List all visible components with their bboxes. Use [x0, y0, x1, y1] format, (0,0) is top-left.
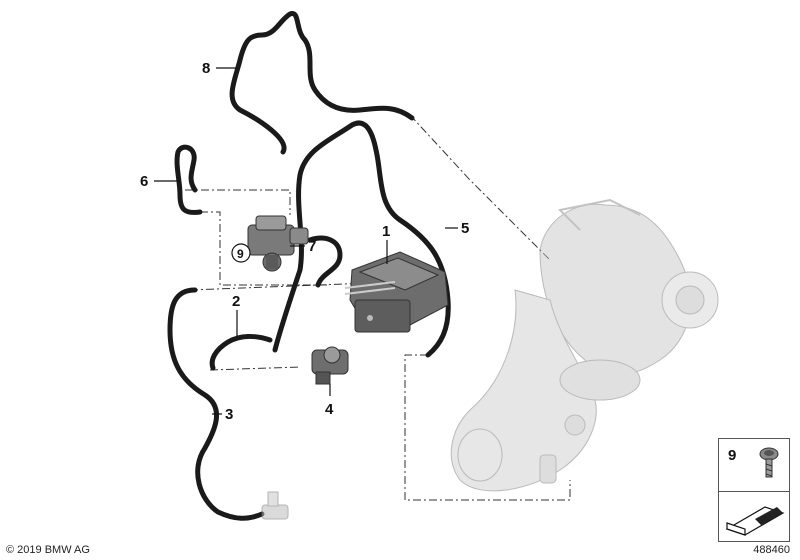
hose-3 [167, 287, 265, 521]
callout-9: 9 [237, 247, 244, 261]
legend-item-number: 9 [728, 447, 737, 464]
legend-divider [719, 491, 789, 492]
callout-8: 8 [202, 60, 210, 77]
sealing-strip-icon [725, 506, 785, 536]
hose-6 [174, 144, 203, 215]
hose-8 [229, 11, 415, 155]
hose-link [307, 235, 343, 288]
callout-6: 6 [140, 173, 148, 190]
parts-legend: 9 [718, 438, 790, 542]
hose-2 [209, 334, 273, 371]
callout-5: 5 [461, 220, 469, 237]
callout-7: 7 [308, 238, 316, 255]
callout-2: 2 [232, 293, 240, 310]
copyright-text: © 2019 BMW AG [6, 544, 90, 556]
callout-4: 4 [325, 401, 334, 418]
connector-3-end [261, 491, 289, 520]
turbocharger-assembly [450, 198, 719, 492]
diagram-id: 488460 [753, 544, 790, 556]
pressure-converter-7 [247, 215, 309, 272]
screw-icon [759, 447, 779, 478]
solenoid-valve-4 [311, 346, 349, 385]
vacuum-unit-1 [344, 251, 449, 333]
callout-9-circle [231, 243, 251, 263]
leader-lines [154, 67, 458, 415]
callout-3: 3 [225, 406, 233, 423]
callout-1: 1 [382, 223, 390, 240]
